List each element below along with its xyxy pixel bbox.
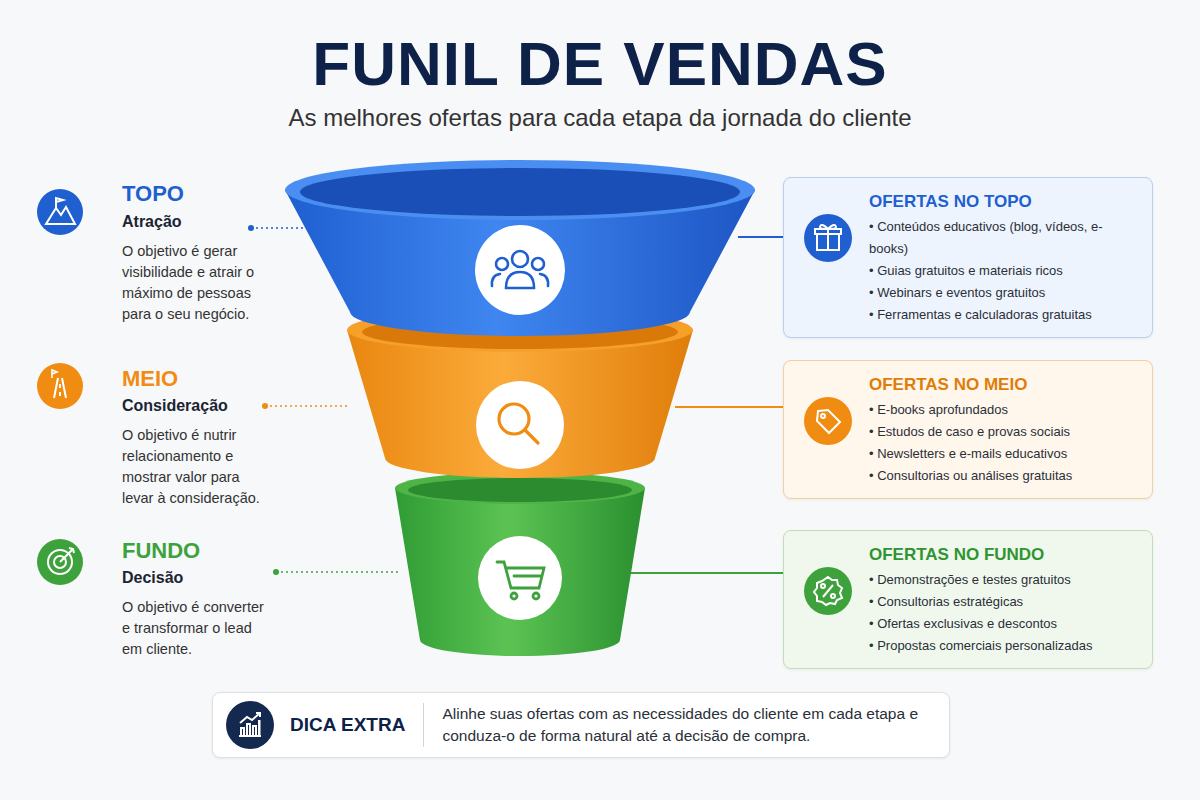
offer-item: • Newsletters e e-mails educativos xyxy=(869,443,1140,465)
box-heading: DICA EXTRA xyxy=(290,714,405,737)
stage-description: O objetivo é nutrir relacionamento e mos… xyxy=(122,425,270,509)
stage-subtitle: Atração xyxy=(122,212,282,231)
offer-item: • Consultorias estratégicas xyxy=(869,591,1140,613)
box-heading: OFERTAS NO TOPO xyxy=(869,192,1140,212)
stage-subtitle: Decisão xyxy=(122,568,282,587)
stage-name: MEIO xyxy=(122,366,282,392)
stage-subtitle: Consideração xyxy=(122,396,282,415)
box-heading: OFERTAS NO MEIO xyxy=(869,375,1140,395)
offer-box: OFERTAS NO TOPO • Conteúdos educativos (b… xyxy=(783,177,1153,338)
stage-icon xyxy=(37,189,83,585)
funnel-band xyxy=(285,160,755,656)
offer-item: • Demonstrações e testes gratuitos xyxy=(869,569,1140,591)
offer-box: OFERTAS NO FUNDO • Demonstrações e testes… xyxy=(783,530,1153,669)
stage-description: O objetivo é gerar visibilidade e atrair… xyxy=(122,241,270,325)
stage-name: FUNDO xyxy=(122,538,282,564)
offer-item: • Propostas comerciais personalizadas xyxy=(869,635,1140,657)
subtitle: As melhores ofertas para cada etapa da j… xyxy=(0,104,1200,133)
offer-item: • Webinars e eventos gratuitos xyxy=(869,282,1140,304)
stage-description: O objetivo é converter e transformar o l… xyxy=(122,597,272,660)
offer-item: • Ferramentas e calculadoras gratuitas xyxy=(869,304,1140,326)
box-heading: OFERTAS NO FUNDO xyxy=(869,545,1140,565)
offer-item: • Conteúdos educativos (blog, vídeos, e-… xyxy=(869,216,1140,260)
title: FUNIL DE VENDAS xyxy=(0,28,1200,99)
offer-icon xyxy=(226,701,274,749)
offer-item: • Guias gratuitos e materiais ricos xyxy=(869,260,1140,282)
offer-item: • Ofertas exclusivas e descontos xyxy=(869,613,1140,635)
funnel-icon xyxy=(492,251,548,599)
tip-box: DICA EXTRA Alinhe suas ofertas com as nec… xyxy=(212,692,950,758)
offer-item: • Consultorias ou análises gratuitas xyxy=(869,465,1140,487)
offer-item: • Estudos de caso e provas sociais xyxy=(869,421,1140,443)
offer-box: OFERTAS NO MEIO • E-books aprofundados• E… xyxy=(783,360,1153,499)
offer-icon xyxy=(804,567,852,615)
offer-icon xyxy=(804,397,852,445)
offer-icon xyxy=(804,214,852,262)
stage-name: TOPO xyxy=(122,181,282,207)
tip-text: Alinhe suas ofertas com as necessidades … xyxy=(423,703,935,746)
offer-item: • E-books aprofundados xyxy=(869,399,1140,421)
